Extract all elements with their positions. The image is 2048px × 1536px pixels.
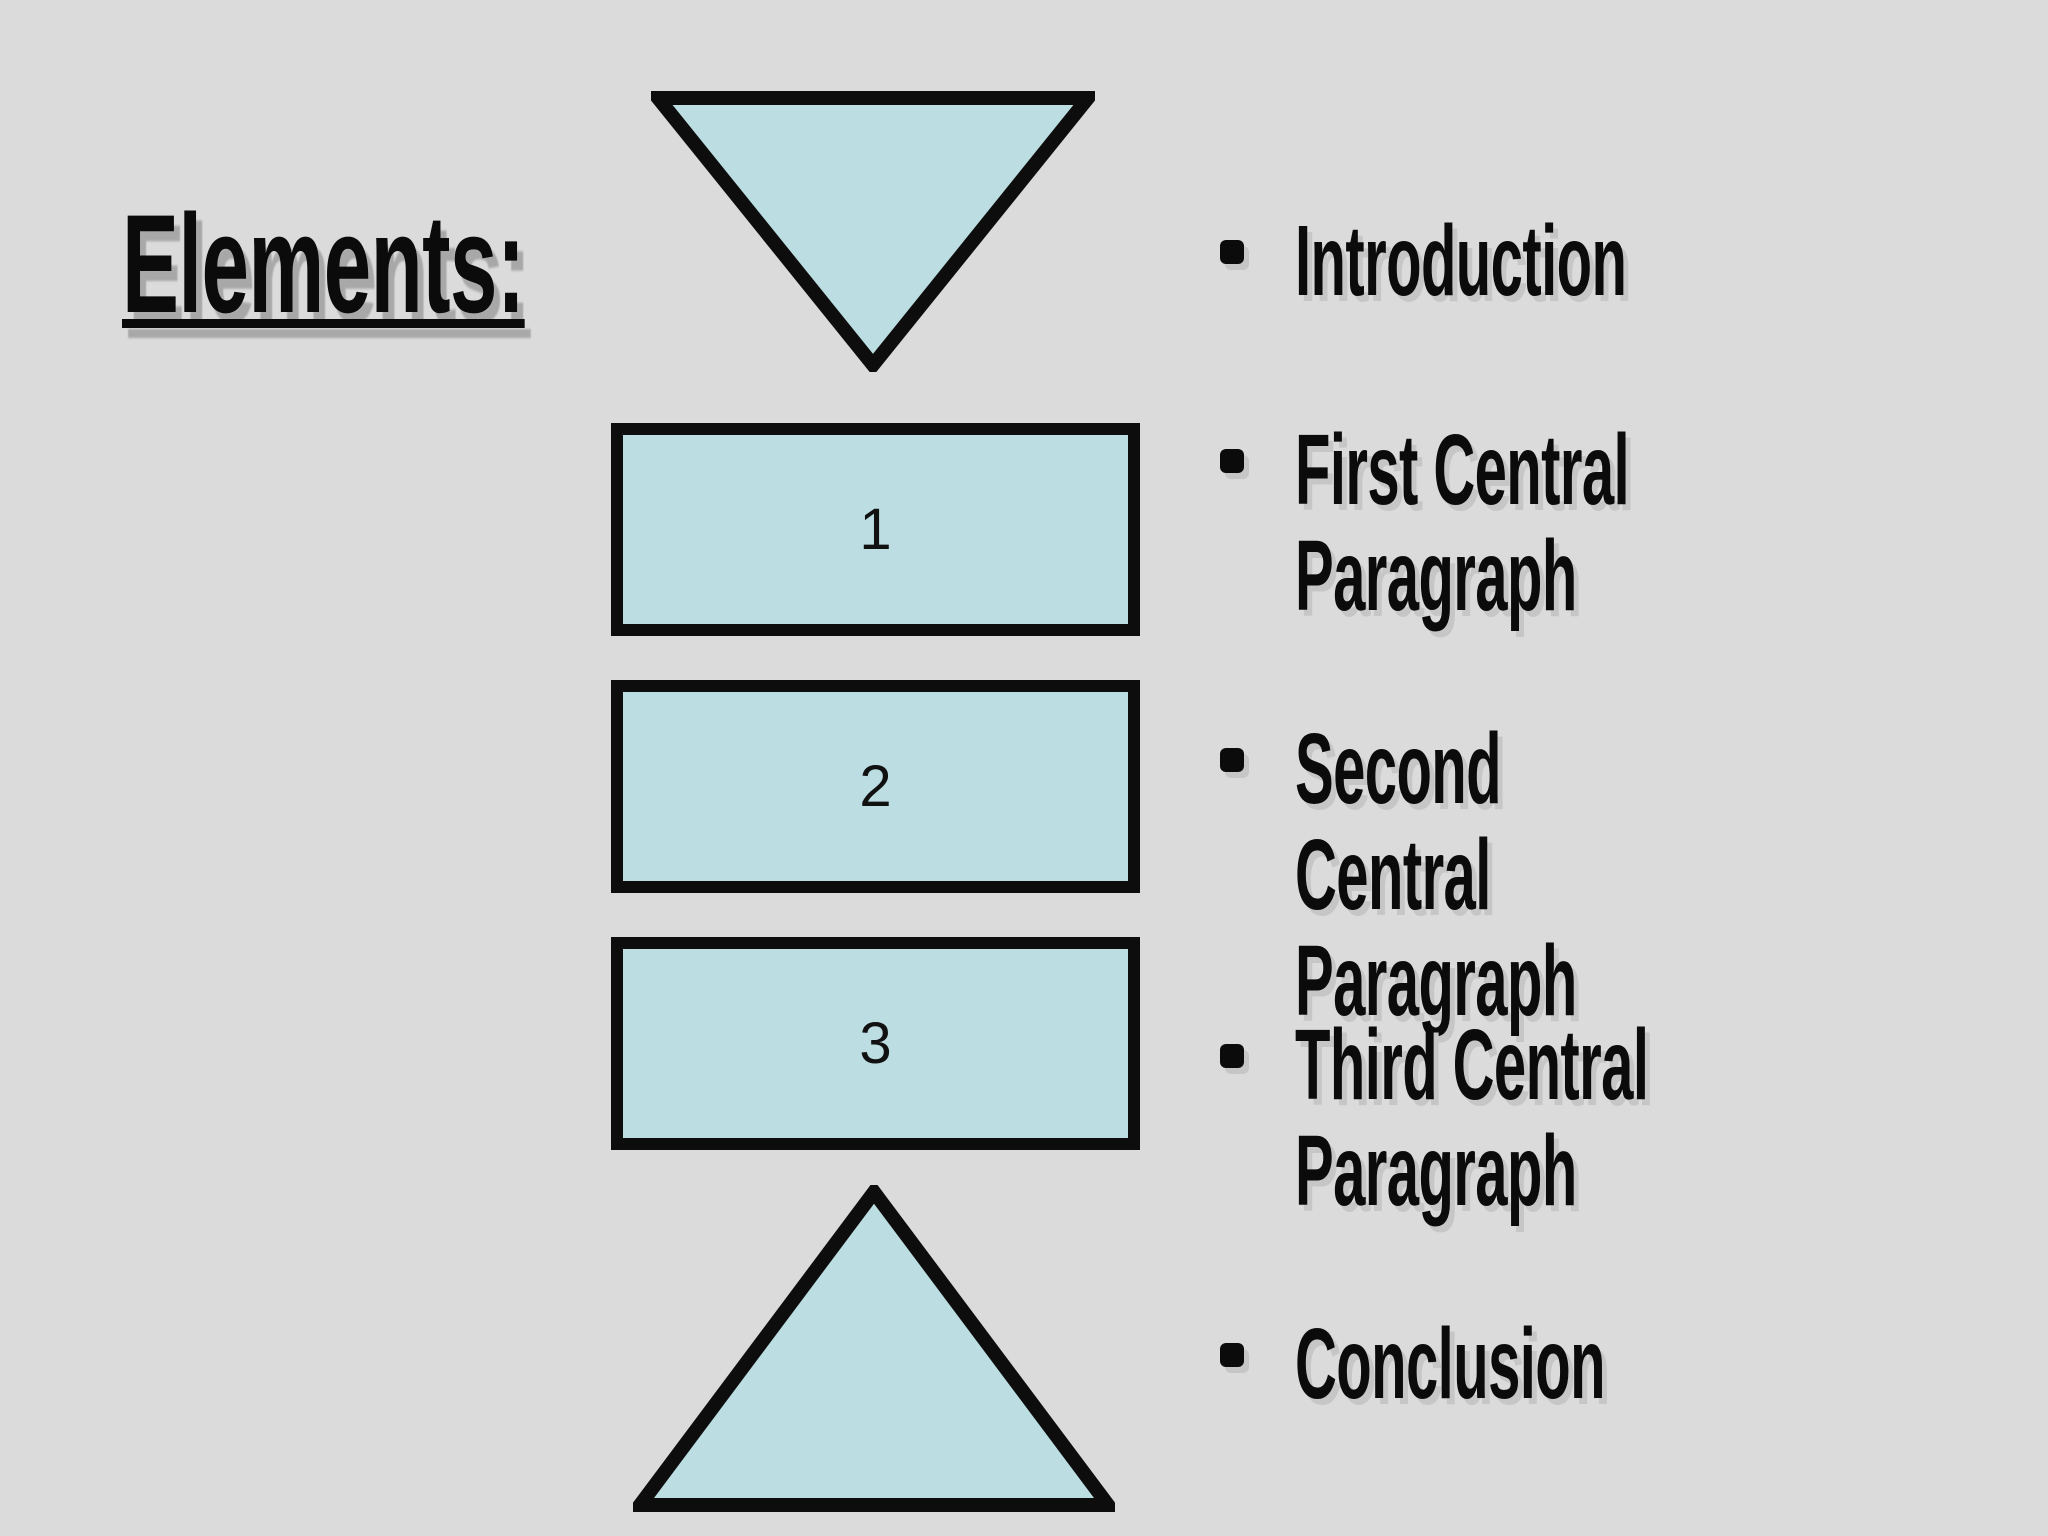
triangle-polygon <box>633 1185 1115 1512</box>
list-item-conclusion: Conclusion <box>1220 1311 1995 1417</box>
page-title: Elements: <box>122 185 525 342</box>
list-item-second-central-paragraph: Second Central Paragraph <box>1220 716 1995 1034</box>
block-number-1: 1 <box>859 496 892 562</box>
list-item-label: Second Central Paragraph <box>1295 713 1577 1037</box>
paragraph-block-3: 3 <box>611 937 1140 1150</box>
bullet-icon <box>1220 449 1244 473</box>
list-item-label: Introduction <box>1295 205 1627 317</box>
block-number-3: 3 <box>859 1010 892 1076</box>
block-number-2: 2 <box>859 753 892 819</box>
inverted-triangle-polygon <box>651 91 1095 372</box>
list-item-label: Third Central Paragraph <box>1295 1009 1649 1227</box>
bullet-icon <box>1220 1343 1244 1367</box>
triangle-shape <box>633 1185 1115 1512</box>
inverted-triangle-shape <box>651 91 1095 372</box>
list-item-introduction: Introduction <box>1220 208 1995 314</box>
list-item-label: Conclusion <box>1295 1308 1606 1420</box>
paragraph-block-2: 2 <box>611 680 1140 893</box>
list-item-first-central-paragraph: First Central Paragraph <box>1220 417 1995 629</box>
paragraph-block-1: 1 <box>611 423 1140 636</box>
bullet-icon <box>1220 1044 1244 1068</box>
list-item-label: First Central Paragraph <box>1295 414 1630 632</box>
bullet-icon <box>1220 748 1244 772</box>
bullet-icon <box>1220 240 1244 264</box>
list-item-third-central-paragraph: Third Central Paragraph <box>1220 1012 1995 1224</box>
